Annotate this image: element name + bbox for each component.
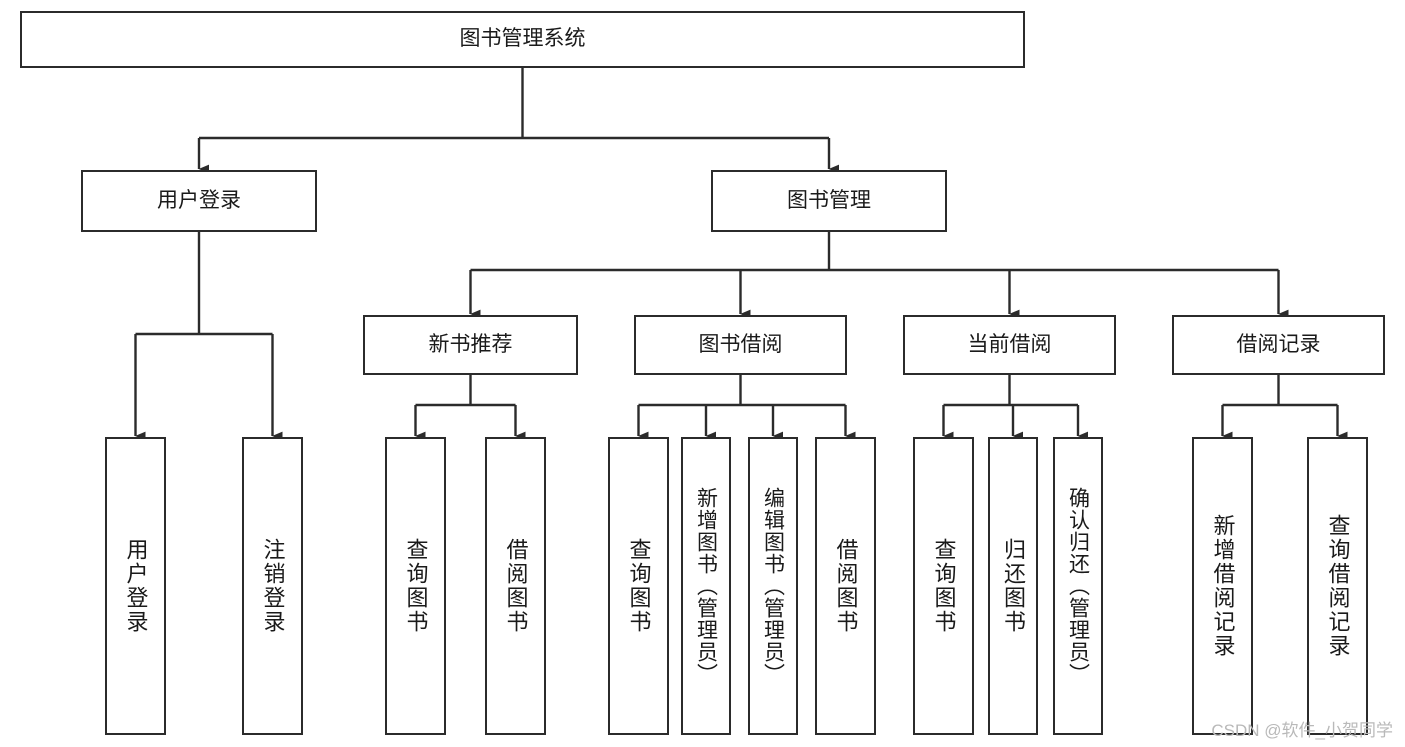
node-l2a[interactable]: 用户登录 [81,170,317,232]
node-label: 图书借阅 [698,332,783,356]
node-label: 注销登录 [260,538,286,634]
edge-group [134,68,1348,441]
node-l3d[interactable]: 借阅记录 [1172,315,1385,375]
node-l3c[interactable]: 当前借阅 [903,315,1116,375]
node-leaf2[interactable]: 注销登录 [242,437,303,735]
node-label: 新增借阅记录 [1210,514,1236,658]
node-label: 查询借阅记录 [1325,514,1351,658]
node-leaf1[interactable]: 用户登录 [105,437,166,735]
node-label: 归还图书 [1001,538,1026,634]
node-label: 查询图书 [931,538,957,634]
node-label: 图书管理系统 [459,27,586,51]
node-label: 查询图书 [403,538,429,634]
node-label: 查询图书 [626,538,652,634]
node-label: 编辑图书（管理员） [761,487,785,685]
node-root[interactable]: 图书管理系统 [20,11,1025,68]
node-label: 借阅图书 [833,538,859,634]
node-leaf10[interactable]: 归还图书 [988,437,1038,735]
node-label: 新书推荐 [428,332,513,356]
node-leaf13[interactable]: 查询借阅记录 [1307,437,1368,735]
node-leaf3[interactable]: 查询图书 [385,437,446,735]
node-l3a[interactable]: 新书推荐 [363,315,578,375]
node-label: 用户登录 [123,538,149,634]
node-leaf4[interactable]: 借阅图书 [485,437,546,735]
node-leaf9[interactable]: 查询图书 [913,437,974,735]
node-label: 借阅记录 [1236,332,1321,356]
node-leaf11[interactable]: 确认归还（管理员） [1053,437,1103,735]
watermark: CSDN @软件_小贺同学 [1211,721,1393,740]
node-label: 图书管理 [787,188,871,212]
node-label: 当前借阅 [967,332,1052,356]
node-leaf7[interactable]: 编辑图书（管理员） [748,437,798,735]
node-label: 用户登录 [157,188,241,212]
node-leaf8[interactable]: 借阅图书 [815,437,876,735]
node-l2b[interactable]: 图书管理 [711,170,947,232]
node-label: 借阅图书 [503,538,529,634]
node-leaf12[interactable]: 新增借阅记录 [1192,437,1253,735]
node-leaf6[interactable]: 新增图书（管理员） [681,437,731,735]
node-leaf5[interactable]: 查询图书 [608,437,669,735]
node-l3b[interactable]: 图书借阅 [634,315,847,375]
node-label: 确认归还（管理员） [1066,487,1090,685]
node-label: 新增图书（管理员） [694,487,718,685]
